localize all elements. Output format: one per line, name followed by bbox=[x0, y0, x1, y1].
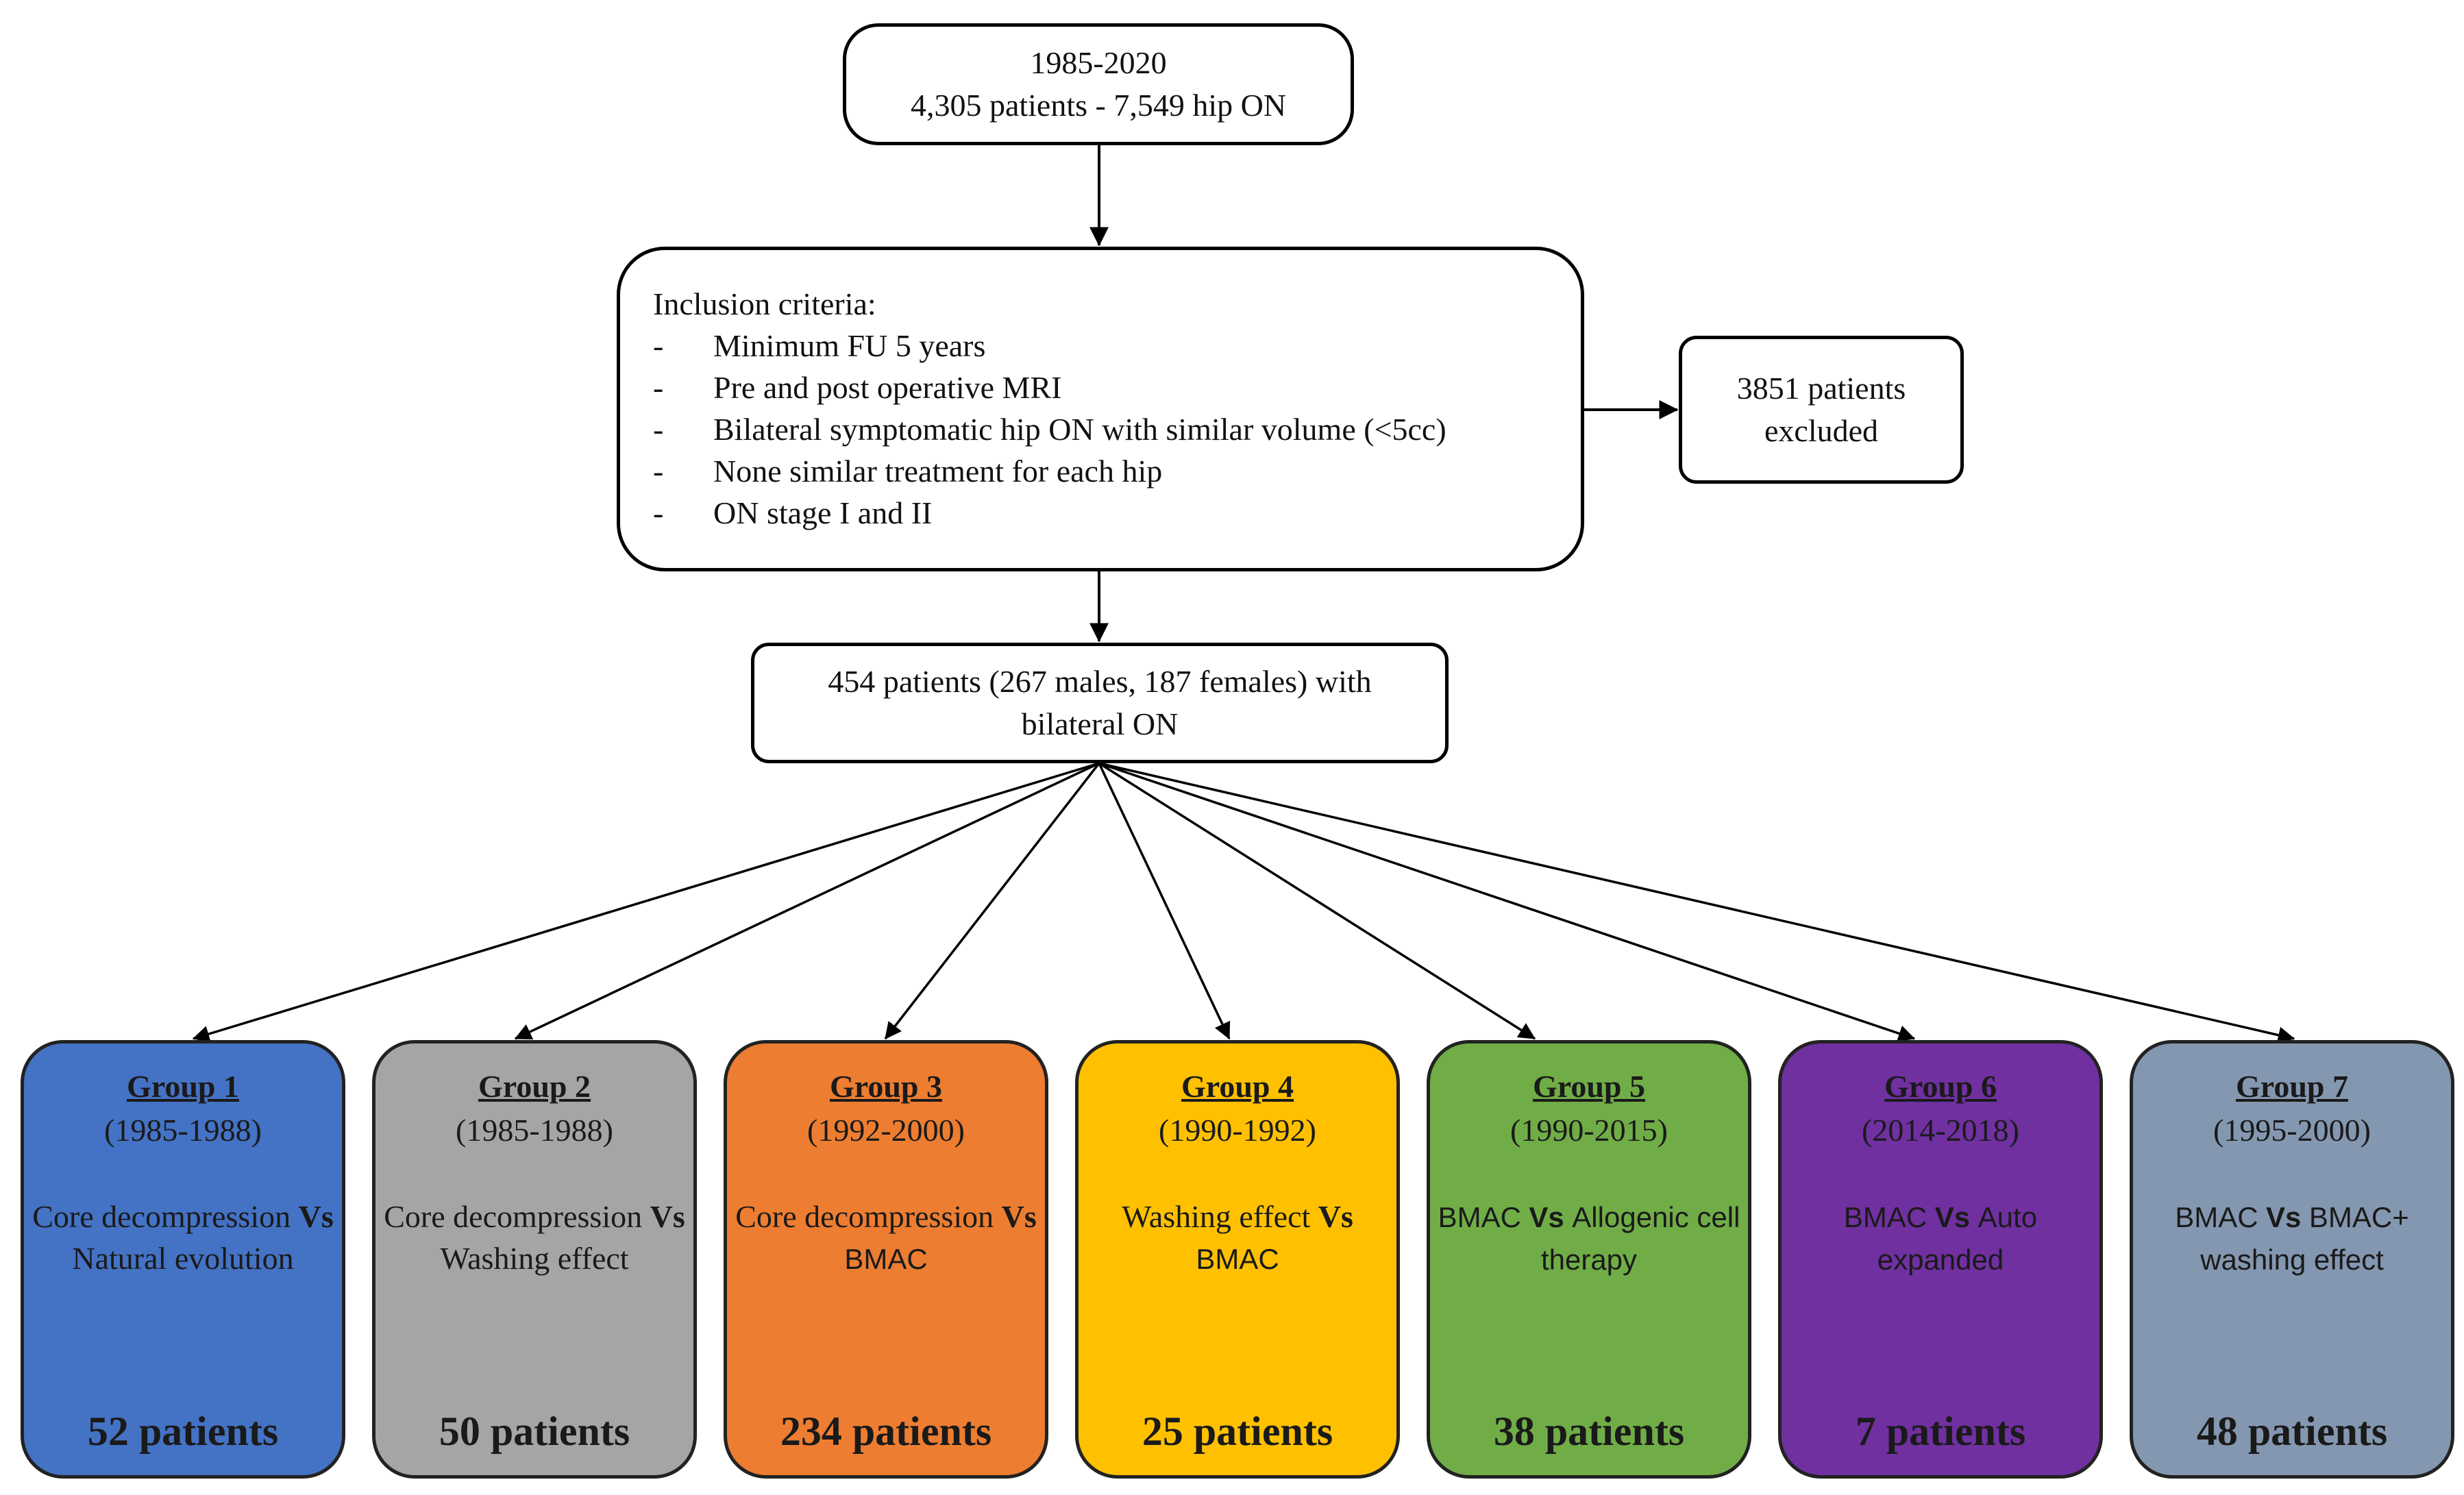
group-patient-count: 48 patients bbox=[2196, 1409, 2388, 1454]
group-treatment-b: Auto expanded bbox=[1877, 1201, 2038, 1276]
group-patient-count: 234 patients bbox=[780, 1409, 992, 1454]
group-3-box: Group 3 (1992-2000) Core decompression V… bbox=[724, 1040, 1048, 1479]
excluded-box: 3851 patients excluded bbox=[1679, 336, 1964, 484]
group-5-box: Group 5 (1990-2015) BMAC Vs Allogenic ce… bbox=[1427, 1040, 1751, 1479]
group-treatment-a: BMAC bbox=[1843, 1201, 1927, 1233]
group-vs: Vs bbox=[1934, 1201, 1971, 1233]
criteria-bullet: - bbox=[653, 370, 664, 405]
group-treatment-a: Core bbox=[735, 1199, 797, 1234]
criteria-text: Minimum FU 5 years bbox=[713, 328, 986, 363]
arrow-to-group-3 bbox=[884, 762, 1100, 1040]
cohort-box: 454 patients (267 males, 187 females) wi… bbox=[751, 643, 1449, 763]
criteria-text: Bilateral symptomatic hip ON with simila… bbox=[713, 412, 1446, 447]
inclusion-criteria-box: Inclusion criteria: - Minimum FU 5 years… bbox=[617, 247, 1584, 571]
criteria-bullet: - bbox=[653, 454, 664, 489]
group-patient-count: 50 patients bbox=[439, 1409, 630, 1454]
excluded-count: 3851 patients bbox=[1736, 371, 1906, 406]
excluded-label: excluded bbox=[1764, 413, 1879, 448]
group-vs: Vs bbox=[1001, 1199, 1037, 1234]
group-treatment-b-cont: therapy bbox=[1540, 1244, 1638, 1276]
arrow-to-group-6 bbox=[1098, 762, 1916, 1042]
group-title: Group 6 bbox=[1884, 1069, 1997, 1104]
study-period-years: 1985-2020 bbox=[1030, 45, 1167, 80]
arrow-to-group-4 bbox=[1098, 763, 1231, 1040]
group-4-box: Group 4 (1990-1992) Washing effect Vs BM… bbox=[1075, 1040, 1400, 1479]
criteria-item: - Minimum FU 5 years bbox=[653, 325, 985, 367]
cohort-line-2: bilateral ON bbox=[1021, 706, 1179, 741]
group-treatment-a-cont: decompression bbox=[453, 1199, 643, 1234]
group-treatment-b: BMAC+ washing bbox=[2200, 1201, 2409, 1276]
group-patient-count: 7 patients bbox=[1855, 1409, 2026, 1454]
group-title: Group 3 bbox=[829, 1069, 943, 1104]
group-treatment-a: Core bbox=[32, 1199, 94, 1234]
group-years: (1990-1992) bbox=[1159, 1113, 1316, 1148]
group-7-box: Group 7 (1995-2000) BMAC Vs BMAC+ washin… bbox=[2130, 1040, 2454, 1479]
group-years: (1985-1988) bbox=[104, 1113, 262, 1148]
criteria-item: - None similar treatment for each hip bbox=[653, 450, 1162, 492]
group-years: (1990-2015) bbox=[1510, 1113, 1668, 1148]
inclusion-criteria-title: Inclusion criteria: bbox=[653, 286, 876, 321]
group-title: Group 5 bbox=[1532, 1069, 1646, 1104]
group-title: Group 1 bbox=[126, 1069, 240, 1104]
group-treatment-a: Core bbox=[384, 1199, 445, 1234]
group-treatment-a: BMAC bbox=[1438, 1201, 1521, 1233]
group-vs: Vs bbox=[1318, 1199, 1353, 1234]
group-2-box: Group 2 (1985-1988) Core decompression V… bbox=[372, 1040, 697, 1479]
group-patient-count: 52 patients bbox=[87, 1409, 279, 1454]
arrow-to-group-5 bbox=[1098, 762, 1536, 1040]
group-treatment-a-cont: decompression bbox=[804, 1199, 994, 1234]
criteria-item: - Bilateral symptomatic hip ON with simi… bbox=[653, 408, 1446, 450]
criteria-text: None similar treatment for each hip bbox=[713, 454, 1163, 489]
criteria-bullet: - bbox=[653, 495, 664, 530]
group-patient-count: 25 patients bbox=[1142, 1409, 1333, 1454]
group-vs: Vs bbox=[298, 1199, 334, 1234]
criteria-text: Pre and post operative MRI bbox=[713, 370, 1062, 405]
criteria-bullet: - bbox=[653, 328, 664, 363]
group-treatment-a-cont: decompression bbox=[101, 1199, 291, 1234]
group-vs: Vs bbox=[1529, 1201, 1564, 1233]
criteria-text: ON stage I and II bbox=[713, 495, 933, 530]
group-title: Group 4 bbox=[1181, 1069, 1294, 1104]
criteria-bullet: - bbox=[653, 412, 664, 447]
criteria-item: - ON stage I and II bbox=[653, 492, 932, 534]
group-years: (1995-2000) bbox=[2213, 1113, 2371, 1148]
group-years: (2014-2018) bbox=[1862, 1113, 2019, 1148]
group-6-box: Group 6 (2014-2018) BMAC Vs Auto expande… bbox=[1778, 1040, 2103, 1479]
group-treatment-a: Washing effect bbox=[1122, 1199, 1311, 1234]
cohort-line-1: 454 patients (267 males, 187 females) wi… bbox=[828, 664, 1372, 699]
group-treatment-b: BMAC bbox=[844, 1243, 928, 1275]
group-treatment-b-cont: effect bbox=[2313, 1244, 2384, 1276]
study-period-box: 1985-2020 4,305 patients - 7,549 hip ON bbox=[843, 23, 1354, 145]
group-treatment-a: BMAC bbox=[2175, 1201, 2258, 1233]
group-title: Group 7 bbox=[2235, 1069, 2349, 1104]
group-treatment-b: BMAC bbox=[1196, 1243, 1279, 1275]
group-patient-count: 38 patients bbox=[1493, 1409, 1685, 1454]
group-treatment-b: Natural evolution bbox=[72, 1241, 294, 1276]
arrow-to-group-2 bbox=[514, 762, 1100, 1040]
group-vs: Vs bbox=[650, 1199, 685, 1234]
group-years: (1992-2000) bbox=[807, 1113, 965, 1148]
criteria-item: - Pre and post operative MRI bbox=[653, 367, 1061, 408]
arrow-to-group-7 bbox=[1098, 762, 2295, 1043]
group-1-box: Group 1 (1985-1988) Core decompression V… bbox=[21, 1040, 345, 1479]
arrow-to-group-1 bbox=[192, 762, 1100, 1042]
group-treatment-b: Washing effect bbox=[440, 1241, 629, 1276]
group-vs: Vs bbox=[2266, 1201, 2302, 1233]
study-period-counts: 4,305 patients - 7,549 hip ON bbox=[910, 88, 1287, 123]
group-years: (1985-1988) bbox=[456, 1113, 613, 1148]
group-title: Group 2 bbox=[478, 1069, 591, 1104]
group-treatment-b: Allogenic cell bbox=[1572, 1201, 1740, 1233]
